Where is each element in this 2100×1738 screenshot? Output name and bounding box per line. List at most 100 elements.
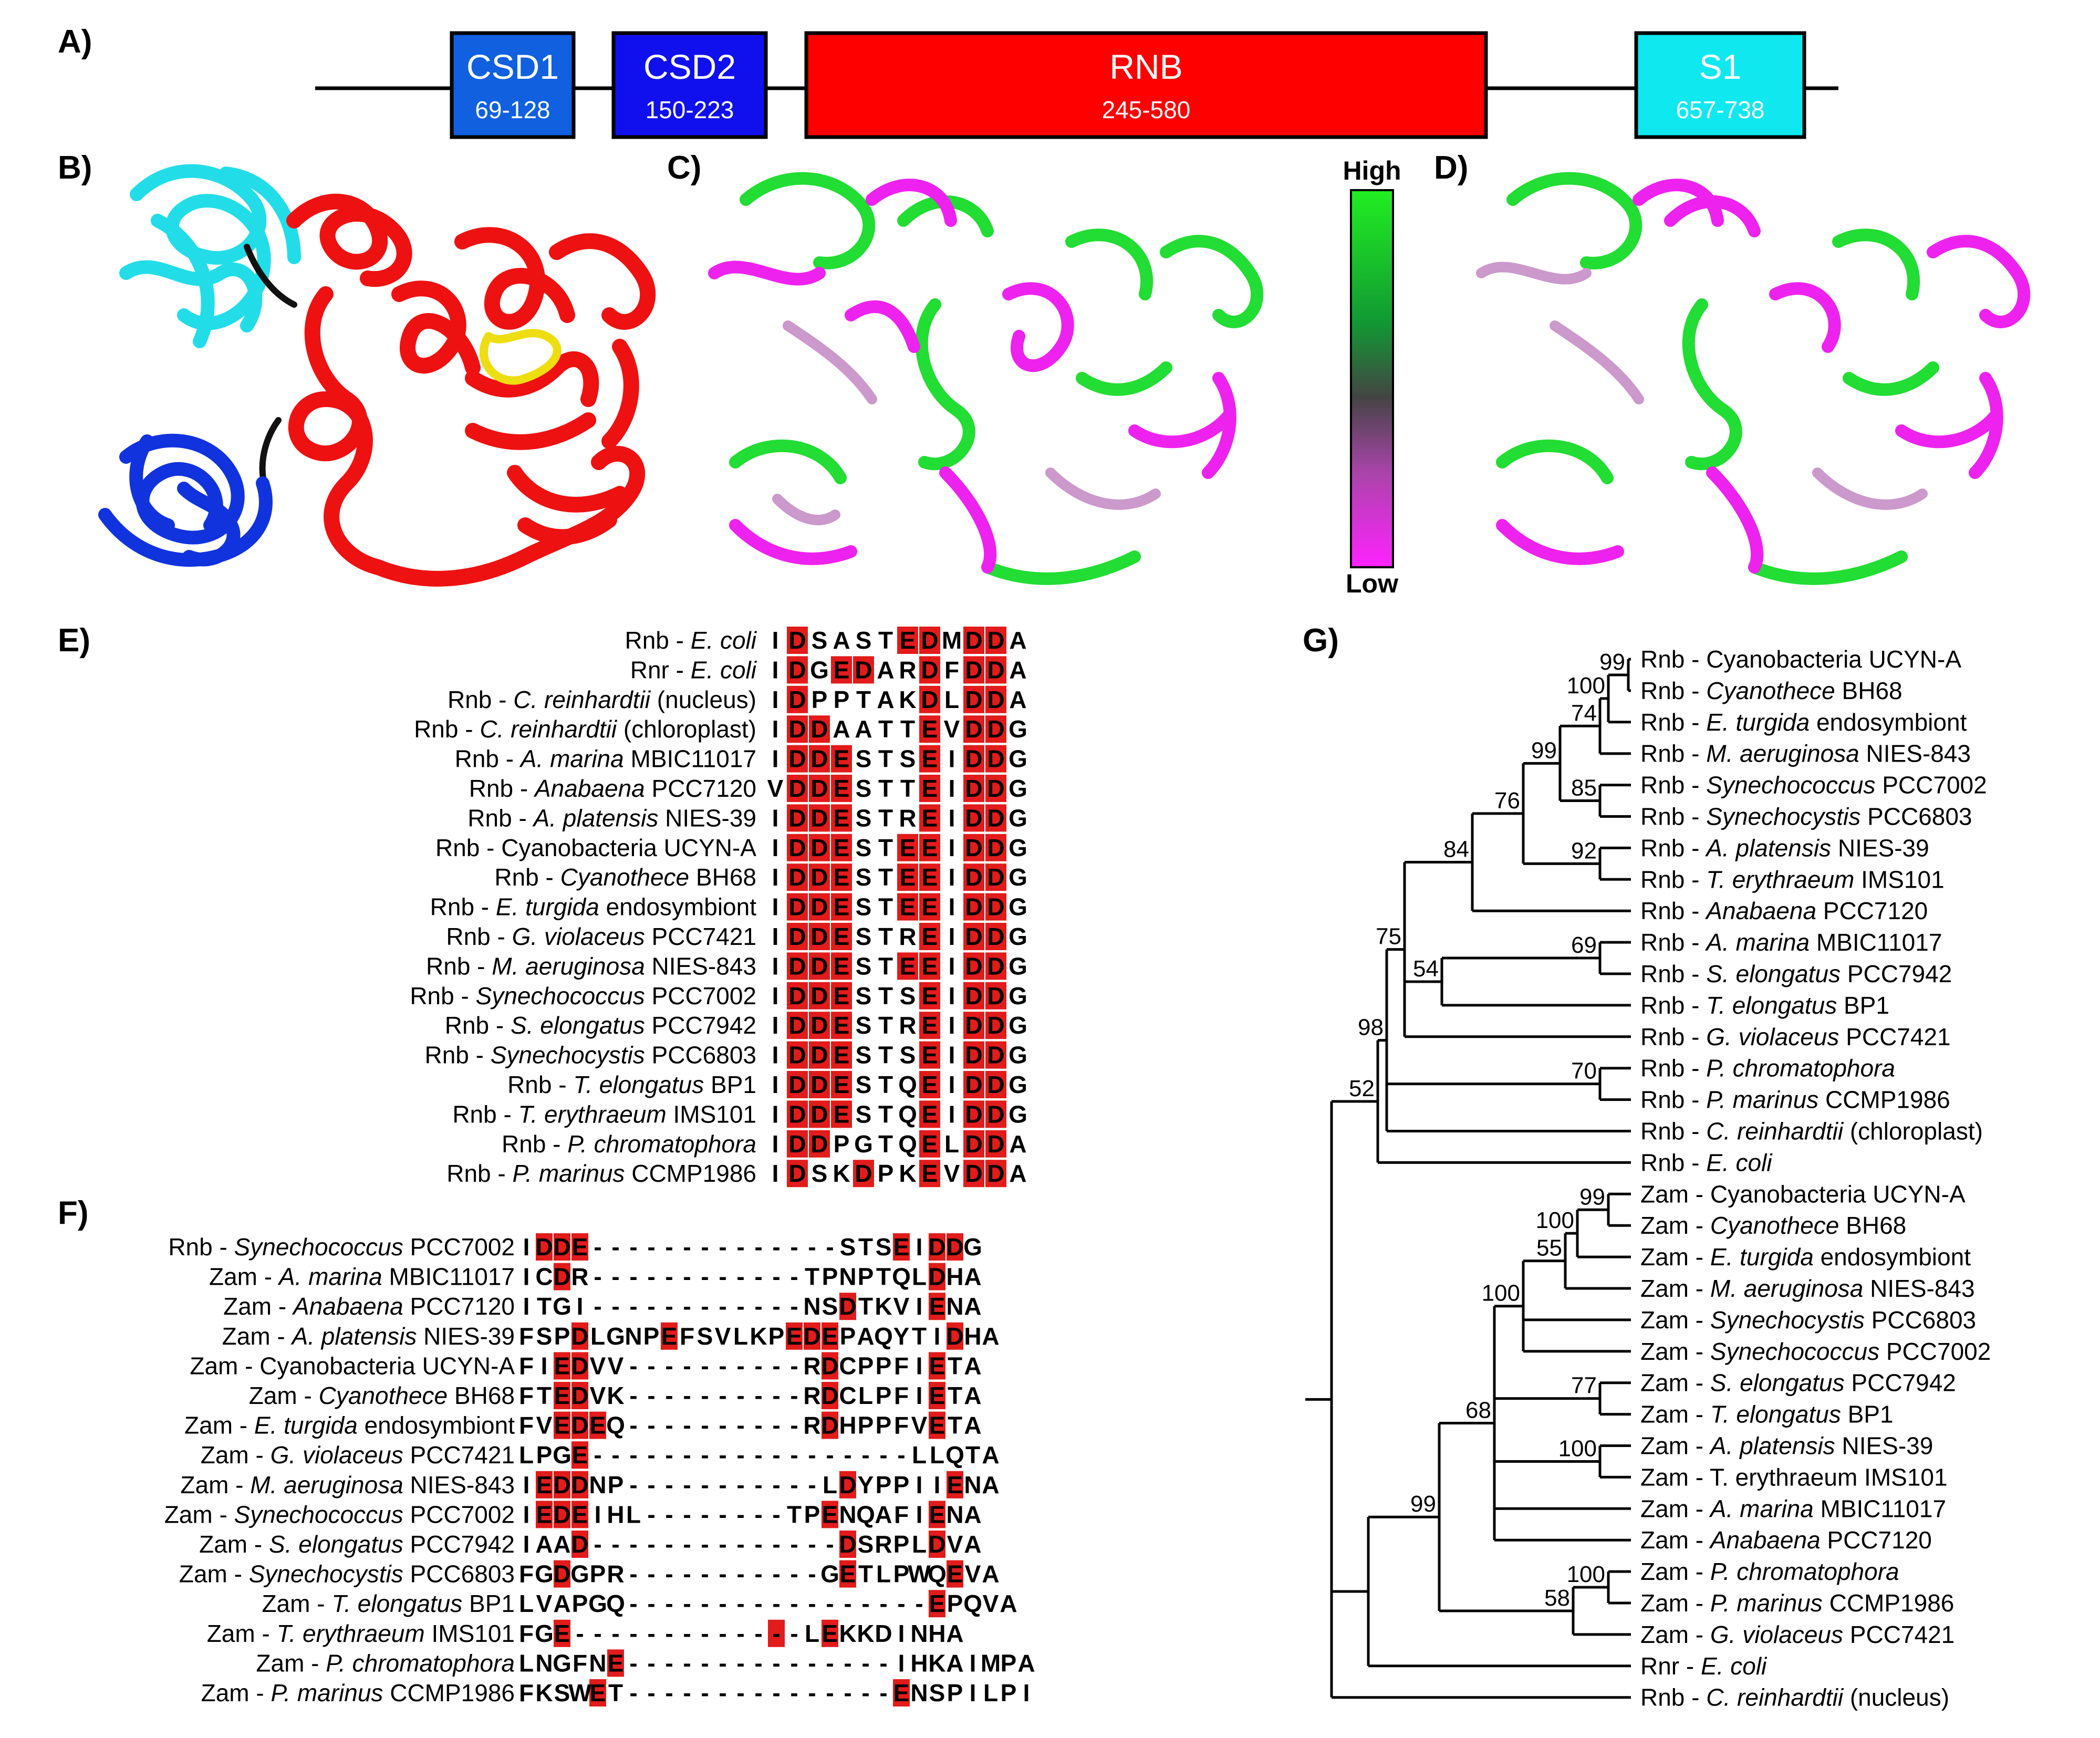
residue: R [607, 1560, 624, 1588]
structure-conservation-c [708, 172, 1263, 585]
alignment-label: Zam - Synechococcus PCC7002 [164, 1501, 515, 1528]
residue-highlight [985, 1160, 1006, 1188]
residue: D [987, 1012, 1004, 1039]
residue: I [523, 1263, 530, 1291]
residue: L [944, 686, 959, 713]
residue: G [1009, 715, 1027, 743]
residue: P [1001, 1679, 1017, 1706]
tree-leaf-label: Rnb - P. chromatophora [1640, 1055, 1895, 1082]
residue: G [1009, 834, 1027, 861]
residue: D [987, 1042, 1004, 1069]
alignment-label: Zam - M. aeruginosa NIES-843 [180, 1471, 515, 1498]
panel-label-c: C) [667, 150, 701, 186]
residue: - [683, 1263, 691, 1291]
residue: D [987, 745, 1004, 773]
residue: - [665, 1471, 673, 1498]
residue: P [822, 1263, 838, 1291]
residue: - [808, 1560, 816, 1588]
residue: - [736, 1352, 744, 1379]
residue: - [754, 1679, 762, 1706]
residue-highlight [831, 1041, 852, 1069]
residue: S [856, 627, 872, 654]
residue: - [736, 1263, 744, 1291]
residue: A [964, 1501, 981, 1528]
residue-highlight [589, 1679, 606, 1706]
residue: D [965, 952, 982, 980]
residue: - [647, 1352, 655, 1379]
alignment-label: Rnb - E. turgida endosymbiont [430, 893, 757, 921]
residue: I [772, 923, 779, 950]
residue: I [595, 1501, 601, 1528]
residue: Y [858, 1471, 874, 1498]
residue: N [946, 1501, 963, 1528]
residue-highlight [787, 1130, 808, 1158]
residue: I [1023, 1679, 1030, 1706]
residue-highlight [809, 893, 830, 921]
residue: - [754, 1471, 762, 1498]
residue: D [839, 1531, 856, 1558]
residue: I [523, 1233, 530, 1261]
residue-highlight [929, 1233, 945, 1261]
residue: E [834, 1071, 850, 1098]
bootstrap-value: 84 [1443, 837, 1469, 862]
residue: - [594, 1441, 601, 1469]
residue: F [519, 1679, 534, 1706]
residue-highlight [963, 1100, 984, 1128]
residue-highlight [554, 1382, 570, 1409]
residue: - [701, 1590, 709, 1617]
residue: D [788, 863, 806, 891]
residue: R [899, 656, 916, 683]
residue: - [665, 1620, 673, 1647]
tree-leaf-label: Zam - S. elongatus PCC7942 [1640, 1369, 1956, 1397]
residue-highlight [919, 1012, 940, 1039]
residue: E [900, 834, 916, 861]
residue: - [719, 1560, 726, 1588]
residue: V [590, 1352, 606, 1379]
residue: I [523, 1471, 530, 1498]
residue: - [808, 1233, 816, 1261]
tree-leaf-label: Rnb - G. violaceus PCC7421 [1640, 1023, 1951, 1050]
residue: A [877, 656, 894, 683]
residue-highlight [554, 1560, 570, 1588]
residue-highlight [809, 982, 830, 1010]
residue: T [878, 1012, 893, 1039]
residue: W [908, 1560, 931, 1588]
residue: - [790, 1263, 798, 1291]
residue: - [629, 1382, 637, 1409]
residue: - [701, 1531, 709, 1558]
residue: A [964, 1352, 981, 1379]
tree-leaf-label: Rnb - Cyanothece BH68 [1640, 677, 1903, 704]
residue: S [900, 745, 916, 773]
residue-highlight [919, 685, 940, 713]
residue: A [946, 1620, 963, 1647]
residue: E [929, 1501, 945, 1528]
residue: V [590, 1382, 606, 1409]
residue-highlight [787, 715, 808, 743]
residue: S [900, 1042, 916, 1069]
residue: - [647, 1293, 655, 1320]
residue: E [929, 1590, 945, 1617]
residue: - [719, 1620, 726, 1647]
bootstrap-value: 58 [1544, 1585, 1570, 1611]
residue: G [1009, 863, 1027, 891]
domain-csd1: CSD1 69-128 [450, 31, 576, 139]
residue: D [821, 1412, 838, 1439]
residue: G [820, 1560, 839, 1588]
residue: S [697, 1323, 713, 1350]
residue: T [900, 775, 915, 802]
residue-highlight [919, 834, 940, 861]
residue: - [701, 1679, 709, 1706]
residue: - [719, 1352, 726, 1379]
residue: - [736, 1679, 744, 1706]
residue: - [772, 1649, 780, 1677]
residue: G [1009, 745, 1027, 773]
panel-label-d: D) [1434, 150, 1468, 186]
residue: D [965, 745, 982, 773]
residue-highlight [822, 1411, 838, 1439]
panel-label-a: A) [58, 24, 92, 60]
residue: V [947, 1531, 963, 1558]
residue-highlight [985, 834, 1006, 861]
residue: I [949, 1071, 955, 1098]
residue: A [964, 1293, 981, 1320]
residue: - [736, 1441, 744, 1469]
